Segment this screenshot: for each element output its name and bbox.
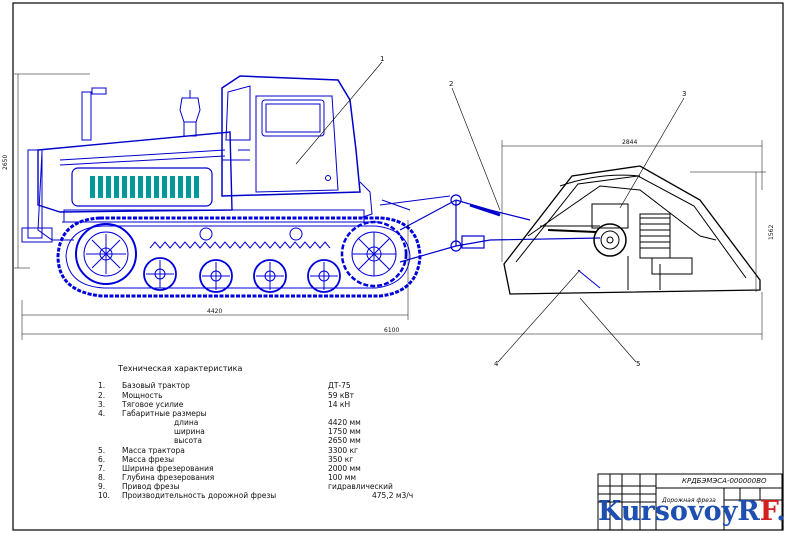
spec-value: 100 мм: [328, 473, 357, 482]
spec-label: ширина: [174, 427, 205, 436]
road-wheel: [143, 257, 177, 291]
spec-value: 2650 мм: [328, 436, 361, 445]
spec-num: 5.: [98, 446, 106, 455]
spec-label: высота: [174, 436, 203, 445]
spec-label: Масса трактора: [122, 446, 185, 455]
spec-value: 350 кг: [328, 455, 354, 464]
leader-label-1: 1: [380, 55, 385, 63]
drawing-name: Дорожная фреза: [662, 497, 716, 504]
dim-tractor-length: 4420: [207, 308, 223, 315]
title-block: [597, 473, 783, 531]
spec-num: 2.: [98, 391, 106, 400]
dimensions: [14, 73, 766, 340]
spec-num: 10.: [98, 491, 110, 500]
spec-label: Габаритные размеры: [122, 409, 207, 418]
spec-value: 1750 мм: [328, 427, 361, 436]
leader-label-2: 2: [449, 80, 454, 88]
leader-label-5: 5: [636, 360, 641, 368]
dim-total-length: 6100: [384, 327, 400, 334]
spec-value: 3300 кг: [328, 446, 358, 455]
spec-label: длина: [174, 418, 199, 427]
spec-label: Тяговое усилие: [122, 400, 184, 409]
cab: [221, 75, 361, 197]
spec-num: 6.: [98, 455, 106, 464]
drawing-code: КРДБЭМЭСА-000000ВО: [682, 477, 767, 485]
road-wheel: [199, 259, 233, 293]
spec-label: Глубина фрезерования: [122, 473, 215, 482]
spec-num: 8.: [98, 473, 106, 482]
spec-value: ДТ-75: [328, 381, 351, 390]
spec-num: 7.: [98, 464, 106, 473]
hitch-linkage: [399, 194, 601, 263]
dim-cutter-length: 2844: [622, 139, 638, 146]
crawler-track: [56, 216, 422, 298]
spec-value: 4420 мм: [328, 418, 361, 427]
spec-value: 2000 мм: [328, 464, 361, 473]
dim-cutter-height: 1562: [768, 224, 775, 240]
spec-value: 14 кН: [328, 400, 351, 409]
spec-value: 59 кВт: [328, 391, 354, 400]
road-wheel: [307, 259, 341, 293]
spec-label: Производительность дорожной фрезы: [122, 491, 277, 500]
watermark: KursovoyRF.ru: [598, 496, 786, 527]
spec-value: 475,2 м3/ч: [372, 491, 414, 500]
road-wheel: [253, 259, 287, 293]
watermark-accent: F: [759, 496, 777, 527]
spec-num: 9.: [98, 482, 106, 491]
dim-overall-height: 2650: [2, 154, 9, 170]
drive-sprocket: [340, 220, 408, 288]
spec-label: Масса фрезы: [122, 455, 174, 464]
spec-label: Мощность: [122, 391, 163, 400]
spec-label: Привод фрезы: [122, 482, 180, 491]
watermark-tail: .ru: [776, 496, 786, 527]
road-cutter: [503, 165, 761, 295]
leader-lines: [295, 61, 685, 363]
front-idler-wheel: [75, 223, 137, 285]
engine-grille: [71, 167, 213, 207]
watermark-main: KursovoyR: [598, 496, 760, 527]
spec-title: Техническая характеристика: [118, 364, 243, 373]
cutter-drum: [593, 223, 627, 257]
spec-label: Базовый трактор: [122, 381, 190, 390]
grille-slats: [90, 176, 199, 198]
spec-label: Ширина фрезерования: [122, 464, 214, 473]
spec-num: 4.: [98, 409, 106, 418]
sheet-border: [12, 2, 784, 531]
leader-label-4: 4: [494, 360, 499, 368]
tractor: [21, 75, 451, 243]
spec-value: гидравлический: [328, 482, 393, 491]
leader-label-3: 3: [682, 90, 687, 98]
spec-num: 3.: [98, 400, 106, 409]
spec-num: 1.: [98, 381, 106, 390]
